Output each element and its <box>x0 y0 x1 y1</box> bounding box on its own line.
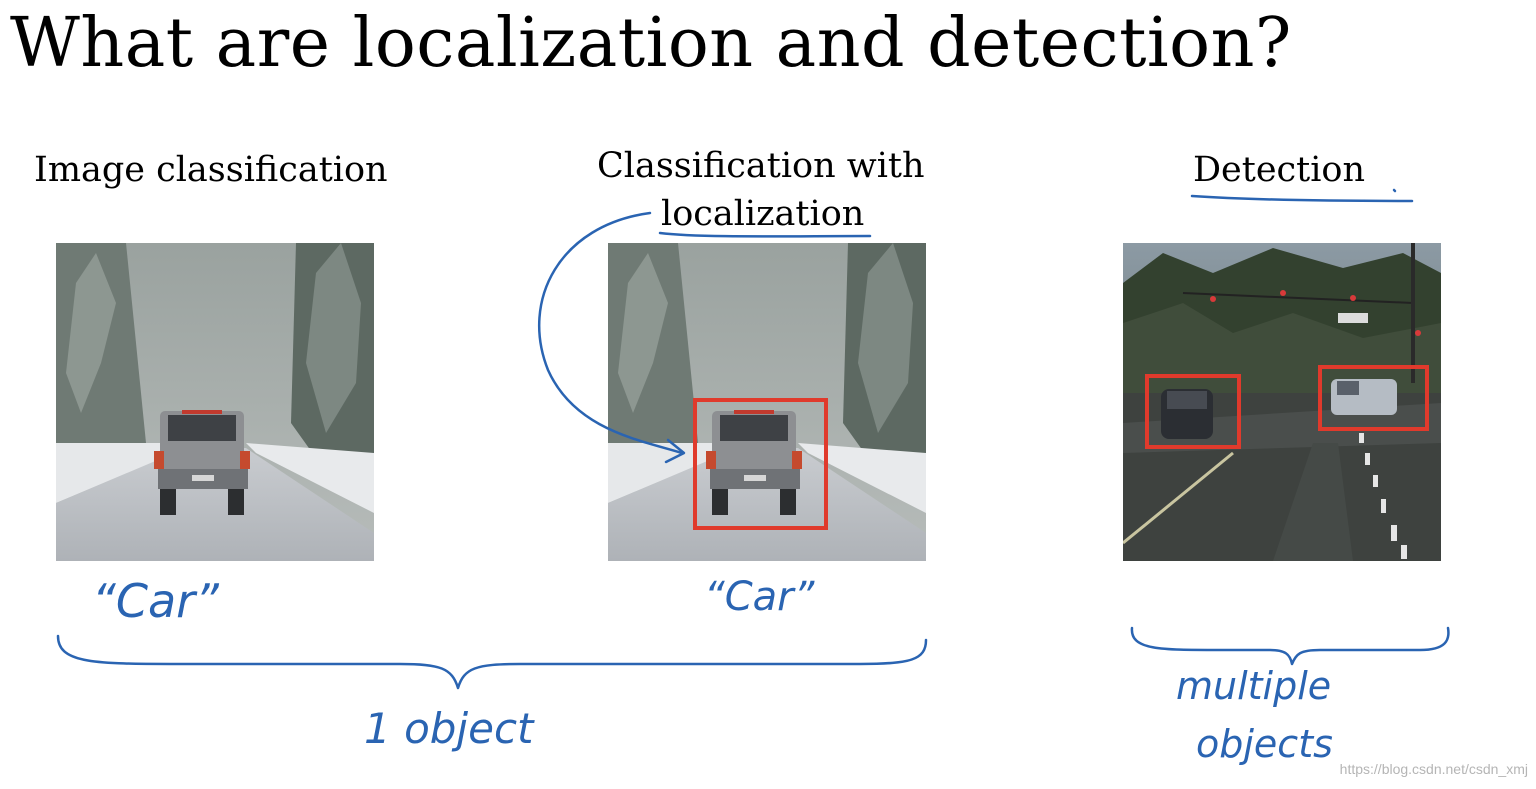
detection-photo <box>1123 243 1441 561</box>
ink-brace-multiple-objects <box>1130 626 1450 666</box>
ink-label-objects: objects <box>1196 722 1333 766</box>
ink-label-one-object: 1 object <box>364 704 534 753</box>
localization-photo <box>608 243 926 561</box>
heading-image-classification: Image classification <box>34 150 388 190</box>
heading-localization: localization <box>661 194 865 234</box>
car-bounding-box <box>693 398 828 530</box>
ink-arrow-head <box>664 438 686 464</box>
detection-box-car-1 <box>1145 374 1241 449</box>
ink-label-car-1: “Car” <box>92 574 219 628</box>
heading-detection: Detection <box>1193 150 1366 190</box>
ink-label-multiple: multiple <box>1176 664 1332 708</box>
slide-title: What are localization and detection? <box>10 4 1292 83</box>
ink-underline-localization <box>658 231 872 238</box>
watermark-url: https://blog.csdn.net/csdn_xmj <box>1339 761 1528 777</box>
snowy-road-car-localized-image <box>608 243 926 561</box>
ink-label-car-2: “Car” <box>704 574 815 620</box>
image-classification-photo <box>56 243 374 561</box>
ink-underline-detection <box>1190 194 1414 203</box>
snowy-road-car-image <box>56 243 374 561</box>
ink-brace-one-object <box>56 634 928 690</box>
ink-dot <box>1392 188 1397 193</box>
detection-box-car-2 <box>1318 365 1429 431</box>
ink-arrow-curve <box>538 211 684 455</box>
heading-classification-with: Classification with <box>597 146 925 186</box>
intersection-detection-image <box>1123 243 1441 561</box>
